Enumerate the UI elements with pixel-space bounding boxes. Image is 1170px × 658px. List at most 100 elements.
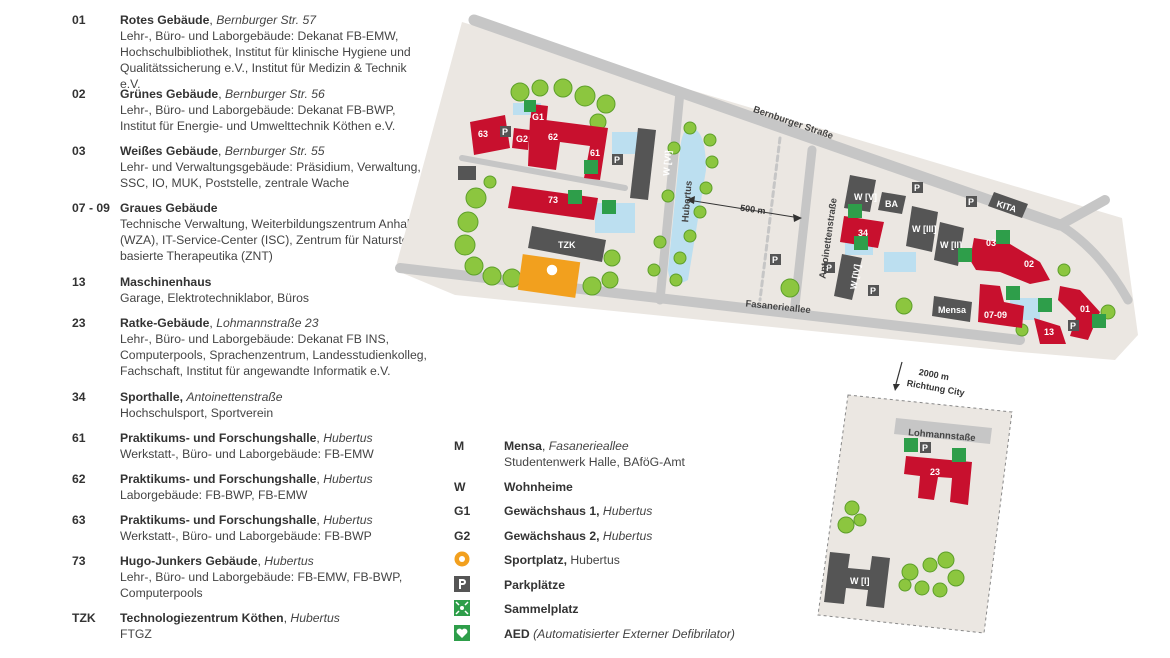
tree [922, 557, 938, 573]
building-03-02 [970, 238, 1050, 284]
tree [1057, 263, 1071, 277]
building-63 [470, 115, 510, 155]
parking-icon [612, 154, 623, 165]
label-mensa: Mensa [938, 305, 967, 315]
legend-code: 62 [72, 472, 86, 486]
label-03: 03 [986, 238, 996, 248]
building-w2 [934, 222, 964, 266]
building-ba [878, 192, 906, 214]
legend-name: Hugo-Junkers Gebäude [120, 554, 258, 568]
tree [647, 263, 661, 277]
key-code: M [454, 439, 465, 453]
canal-water [668, 128, 706, 284]
aed-heart-icon [1092, 314, 1106, 328]
parking-label: P [914, 183, 920, 193]
arrowhead [686, 196, 695, 204]
gray-buildings [458, 128, 1028, 322]
legend-name: Rotes Gebäude [120, 13, 210, 27]
legend-code: 34 [72, 390, 86, 404]
legend-code: 07 - 09 [72, 201, 110, 215]
assembly-point-icon [602, 200, 616, 214]
parking-label: P [922, 443, 928, 453]
key-name: AED [504, 627, 530, 641]
building-07-09 [978, 284, 1024, 328]
legend-code: 01 [72, 13, 86, 27]
legend-name: Maschinenhaus [120, 275, 212, 289]
aed-heart-icon [854, 236, 868, 250]
label-w1: W [I] [850, 576, 870, 586]
road-ne [1055, 195, 1110, 230]
pond [884, 252, 916, 272]
legend-name: Weißes Gebäude [120, 144, 218, 158]
label-61: 61 [590, 148, 600, 158]
parking-icon [868, 285, 879, 296]
building-23 [904, 456, 972, 505]
aed-heart-icon [454, 625, 470, 641]
parking-label: P [968, 197, 974, 207]
key-code: G2 [454, 529, 471, 543]
parking-icon [770, 254, 781, 265]
tree [901, 563, 919, 581]
key-name: Gewächshaus 1, [504, 504, 600, 518]
street-hubertus: Hubertus [680, 180, 695, 223]
legend-code: 23 [72, 316, 86, 330]
key-address: (Automatisierter Externer Defibrilator) [533, 627, 735, 641]
key-address: Hubertus [602, 529, 653, 543]
parking-label: P [614, 155, 620, 165]
legend-name: Sporthalle, [120, 390, 183, 404]
label-73: 73 [548, 195, 558, 205]
tree [683, 121, 697, 135]
aed-heart-icon [996, 230, 1010, 244]
trees [454, 78, 1116, 337]
tree [780, 278, 800, 298]
assembly-point-icon [952, 448, 966, 462]
label-ba: BA [885, 199, 898, 209]
parking-label: P [1070, 321, 1076, 331]
legend-code: 02 [72, 87, 86, 101]
building-g2 [512, 128, 530, 150]
tree [837, 516, 855, 534]
legend-address: Hubertus [290, 611, 340, 625]
label-01: 01 [1080, 304, 1090, 314]
distance-label: 500 m [740, 203, 767, 216]
tree [683, 229, 697, 243]
parking-icon [824, 262, 835, 273]
bernburger-road [468, 14, 1066, 231]
roads [395, 14, 1133, 345]
tree [895, 297, 913, 315]
label-62: 62 [548, 132, 558, 142]
tree [932, 582, 948, 598]
label-w5: W [V] [854, 192, 877, 202]
campus-inner-road [459, 155, 628, 191]
legend-name: Praktikums- und Forschungshalle [120, 513, 317, 527]
building-w3 [906, 206, 938, 252]
inset-trees [837, 500, 965, 598]
parking-markers: P P P P P P P P [500, 126, 1079, 331]
soccer-ball-icon [454, 551, 470, 567]
city-direction: Richtung City [906, 378, 965, 398]
assembly-point-icon [454, 600, 470, 616]
tree [465, 187, 487, 209]
key-name: Mensa [504, 439, 542, 453]
assembly-point-icon [958, 248, 972, 262]
small-building [458, 166, 476, 180]
legend-description: Technische Verwaltung, Weiterbildungszen… [120, 217, 420, 263]
tree [531, 79, 549, 97]
tree [483, 175, 497, 189]
legend-address: Bernburger Str. 56 [224, 87, 325, 101]
tree [898, 578, 912, 592]
parking-icon [920, 442, 931, 453]
label-13: 13 [1044, 327, 1054, 337]
legend-description: Lehr-, Büro- und Laborgebäude: Dekanat F… [120, 332, 427, 378]
label-w3: W [III] [912, 224, 937, 234]
building-w4 [834, 254, 862, 300]
key-name: Gewächshaus 2, [504, 529, 600, 543]
tree [582, 276, 602, 296]
parking-icon [500, 126, 511, 137]
tree [454, 234, 476, 256]
legend-code: TZK [72, 611, 96, 625]
key-code: G1 [454, 504, 471, 518]
parking-icon [1068, 320, 1079, 331]
